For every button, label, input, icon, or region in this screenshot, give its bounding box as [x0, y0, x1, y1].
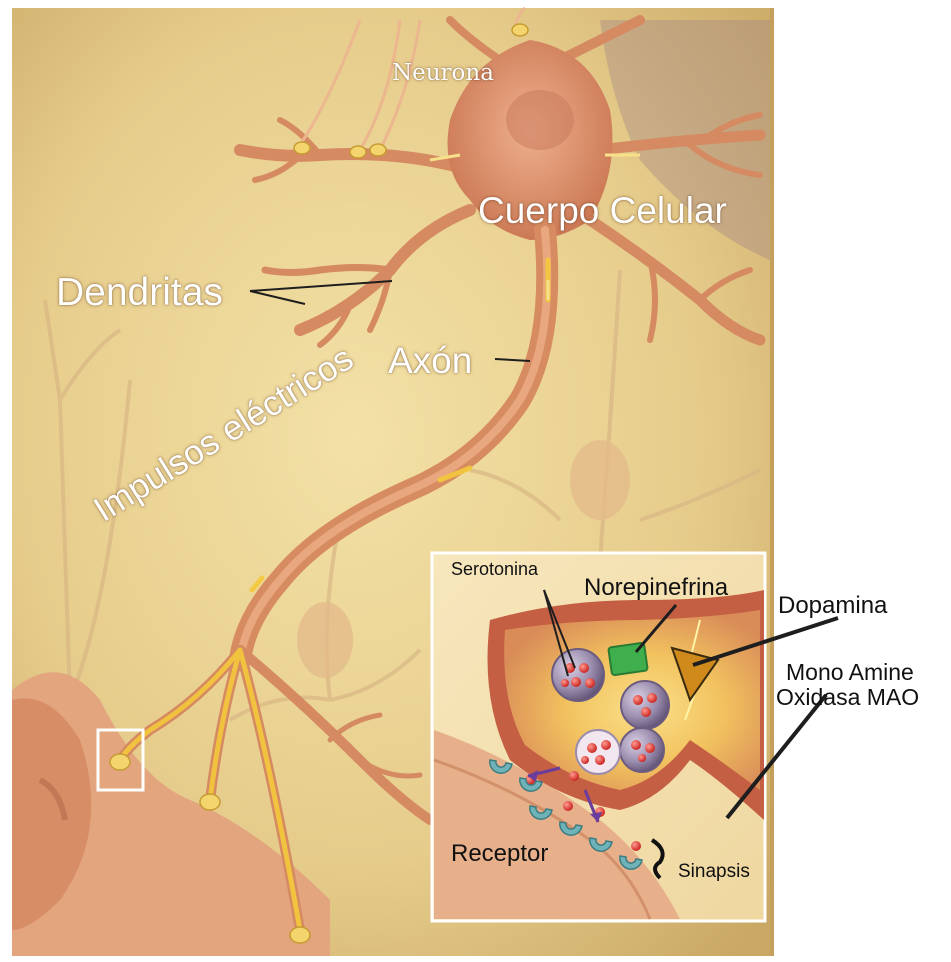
- nucleus: [506, 90, 574, 150]
- label-dopamina: Dopamina: [778, 594, 887, 618]
- label-norepinefrina: Norepinefrina: [584, 576, 728, 600]
- label-cuerpo-celular: Cuerpo Celular: [478, 192, 727, 229]
- label-axon: Axón: [388, 342, 472, 379]
- label-dendritas: Dendritas: [56, 273, 223, 312]
- label-mao-line1: Mono Amine: [786, 661, 914, 684]
- label-mao-line2: Oxidasa MAO: [776, 686, 919, 709]
- label-serotonina: Serotonina: [451, 560, 538, 578]
- label-sinapsis: Sinapsis: [678, 862, 750, 881]
- label-neurona: Neurona: [392, 62, 494, 85]
- label-receptor: Receptor: [451, 842, 548, 866]
